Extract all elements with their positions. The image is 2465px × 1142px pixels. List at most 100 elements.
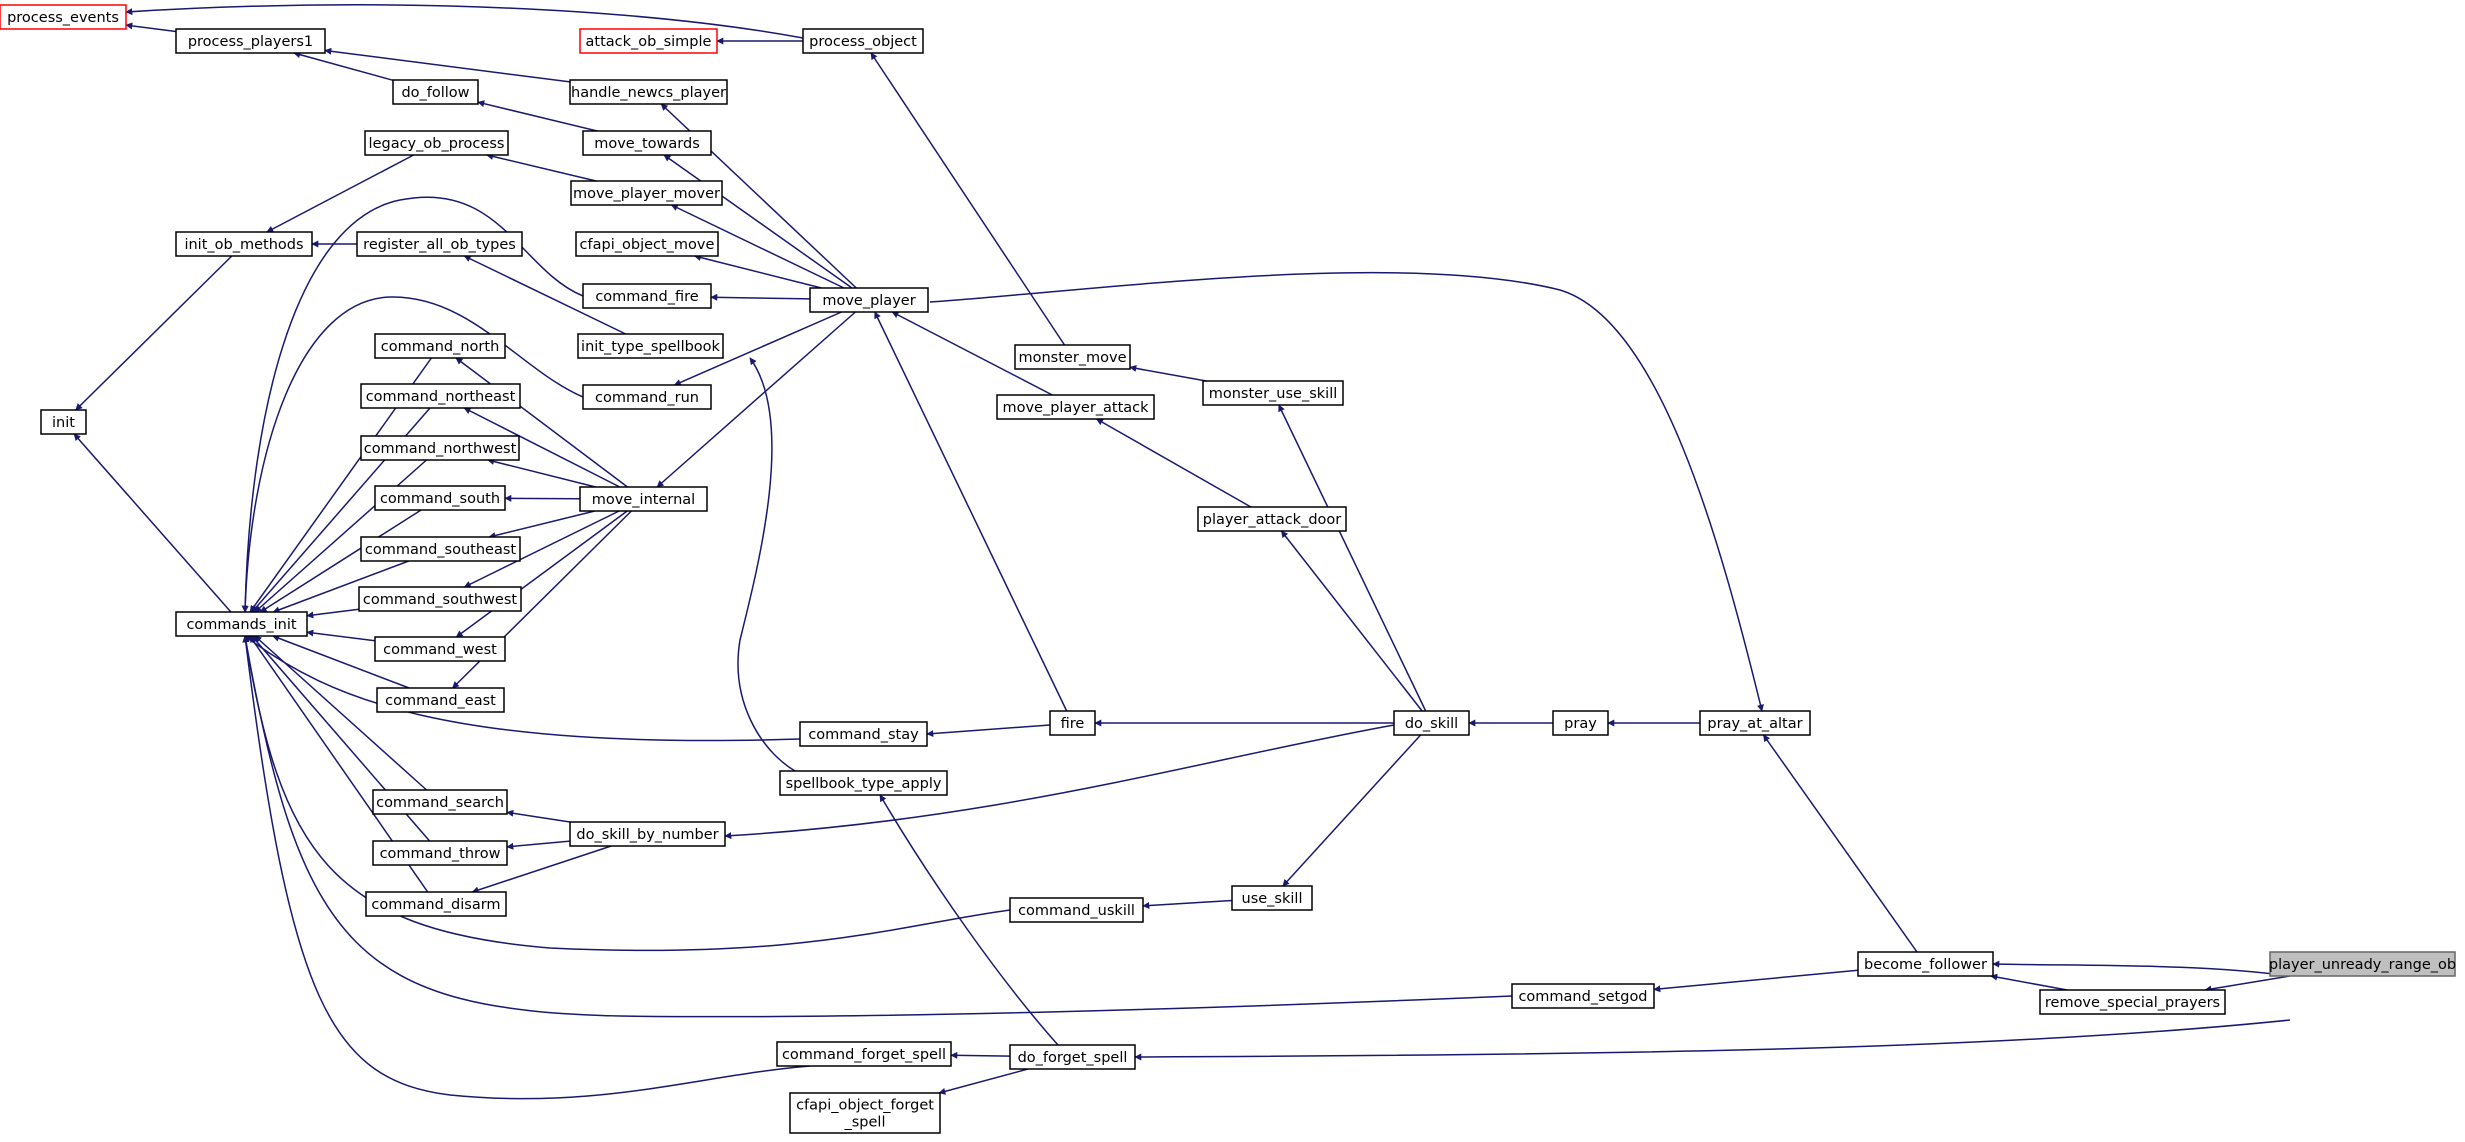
node-attack-ob-simple[interactable]: attack_ob_simple bbox=[579, 28, 718, 54]
edge-commands_init-to-command_southeast bbox=[272, 560, 409, 614]
node-box bbox=[1014, 344, 1131, 370]
node-label: do_follow bbox=[401, 85, 469, 101]
node-pray[interactable]: pray bbox=[1552, 710, 1609, 736]
edge-process_events-to-process_object bbox=[125, 4, 804, 39]
node-label: pray_at_altar bbox=[1707, 716, 1802, 732]
node-box bbox=[372, 789, 508, 815]
node-cfapi-object-move[interactable]: cfapi_object_move bbox=[575, 231, 719, 257]
edge-process_events-to-process_players1 bbox=[125, 22, 177, 33]
edge-process_players1-to-handle_newcs_player bbox=[324, 47, 571, 83]
node-init-ob-methods[interactable]: init_ob_methods bbox=[175, 231, 313, 257]
node-init[interactable]: init bbox=[40, 409, 87, 435]
node-remove-special-prayers[interactable]: remove_special_prayers bbox=[2039, 989, 2226, 1015]
node-pray-at-altar[interactable]: pray_at_altar bbox=[1699, 710, 1811, 736]
node-label: do_forget_spell bbox=[1018, 1050, 1128, 1066]
node-command-southeast[interactable]: command_southeast bbox=[360, 536, 521, 562]
node-command-search[interactable]: command_search bbox=[372, 789, 508, 815]
edge-command_uskill-to-use_skill bbox=[1142, 899, 1233, 910]
edge-move_player_attack-to-player_attack_door bbox=[1095, 418, 1252, 508]
node-do-follow[interactable]: do_follow bbox=[392, 79, 479, 105]
node-command-forget-spell[interactable]: command_forget_spell bbox=[776, 1041, 952, 1067]
node-box bbox=[0, 4, 127, 30]
edge-commands_init-to-command_run bbox=[241, 296, 584, 613]
node-move-player-mover[interactable]: move_player_mover bbox=[570, 180, 723, 206]
edge-command_fire-to-move_player bbox=[710, 293, 811, 301]
node-box bbox=[2269, 951, 2456, 977]
node-box bbox=[1009, 1044, 1136, 1070]
node-move-internal[interactable]: move_internal bbox=[579, 486, 708, 512]
node-command-west[interactable]: command_west bbox=[374, 636, 506, 662]
node-command-run[interactable]: command_run bbox=[582, 384, 712, 410]
node-do-skill[interactable]: do_skill bbox=[1393, 710, 1470, 736]
node-label: attack_ob_simple bbox=[586, 34, 712, 50]
node-box bbox=[356, 231, 523, 257]
node-become-follower[interactable]: become_follower bbox=[1857, 951, 1994, 977]
node-box bbox=[789, 1092, 941, 1134]
node-handle-newcs-player[interactable]: handle_newcs_player bbox=[569, 79, 728, 105]
node-command-east[interactable]: command_east bbox=[376, 687, 505, 713]
edge-move_player-to-fire bbox=[874, 311, 1068, 712]
edge-commands_init-to-command_southwest bbox=[306, 608, 360, 619]
node-box bbox=[1197, 506, 1347, 532]
node-monster-use-skill[interactable]: monster_use_skill bbox=[1202, 380, 1344, 406]
node-cfapi-object-forget-spell[interactable]: cfapi_object_forget_spell bbox=[789, 1092, 941, 1134]
node-command-stay[interactable]: command_stay bbox=[799, 721, 928, 747]
node-box bbox=[376, 687, 505, 713]
edge-pray_at_altar-to-move_player bbox=[929, 271, 1764, 712]
node-move-player[interactable]: move_player bbox=[809, 287, 929, 313]
node-command-uskill[interactable]: command_uskill bbox=[1009, 897, 1144, 923]
node-monster-move[interactable]: monster_move bbox=[1014, 344, 1131, 370]
node-player-unready-range-ob[interactable]: player_unready_range_ob bbox=[2269, 951, 2456, 977]
node-legacy-ob-process[interactable]: legacy_ob_process bbox=[364, 130, 509, 156]
node-label: commands_init bbox=[186, 617, 296, 633]
node-command-southwest[interactable]: command_southwest bbox=[358, 586, 522, 612]
node-command-south[interactable]: command_south bbox=[374, 485, 506, 511]
node-process-players1[interactable]: process_players1 bbox=[175, 28, 326, 54]
node-fire[interactable]: fire bbox=[1049, 710, 1096, 736]
edge-become_follower-to-remove_special_prayers bbox=[1990, 973, 2068, 991]
node-box bbox=[365, 891, 507, 917]
node-move-towards[interactable]: move_towards bbox=[582, 130, 712, 156]
node-label: command_forget_spell bbox=[782, 1047, 946, 1063]
node-process-events[interactable]: process_events bbox=[0, 4, 127, 30]
node-box bbox=[364, 130, 509, 156]
edge-commands_init-to-command_east bbox=[272, 634, 410, 689]
node-label: cfapi_object_move bbox=[580, 237, 715, 253]
node-do-forget-spell[interactable]: do_forget_spell bbox=[1009, 1044, 1136, 1070]
node-label: legacy_ob_process bbox=[369, 136, 505, 152]
node-box bbox=[569, 79, 728, 105]
node-box bbox=[372, 840, 508, 866]
node-spellbook-type-apply[interactable]: spellbook_type_apply bbox=[779, 770, 948, 796]
node-commands-init[interactable]: commands_init bbox=[175, 611, 308, 637]
node-box bbox=[802, 28, 924, 54]
node-move-player-attack[interactable]: move_player_attack bbox=[996, 394, 1155, 420]
node-box bbox=[1231, 885, 1313, 911]
node-command-setgod[interactable]: command_setgod bbox=[1511, 983, 1655, 1009]
node-command-north[interactable]: command_north bbox=[374, 333, 506, 359]
node-command-northwest[interactable]: command_northwest bbox=[360, 435, 520, 461]
node-command-fire[interactable]: command_fire bbox=[582, 283, 712, 309]
node-use-skill[interactable]: use_skill bbox=[1231, 885, 1313, 911]
node-box bbox=[2039, 989, 2226, 1015]
node-box bbox=[779, 770, 948, 796]
edge-command_disarm-to-do_skill_by_number bbox=[471, 845, 612, 894]
node-init-type-spellbook[interactable]: init_type_spellbook bbox=[577, 333, 724, 359]
node-label: become_follower bbox=[1864, 957, 1987, 973]
node-label: command_disarm bbox=[371, 897, 500, 913]
edge-do_follow-to-move_towards bbox=[477, 100, 598, 132]
node-label: do_skill bbox=[1405, 716, 1458, 732]
node-box bbox=[1552, 710, 1609, 736]
node-player-attack-door[interactable]: player_attack_door bbox=[1197, 506, 1347, 532]
node-box bbox=[175, 231, 313, 257]
edge-do_forget_spell-to-player_unready_range_ob bbox=[1134, 1019, 2291, 1061]
node-command-northeast[interactable]: command_northeast bbox=[360, 383, 521, 409]
node-command-disarm[interactable]: command_disarm bbox=[365, 891, 507, 917]
node-box bbox=[570, 180, 723, 206]
node-do-skill-by-number[interactable]: do_skill_by_number bbox=[569, 821, 726, 847]
node-process-object[interactable]: process_object bbox=[802, 28, 924, 54]
node-register-all-ob-types[interactable]: register_all_ob_types bbox=[356, 231, 523, 257]
node-label: command_stay bbox=[808, 727, 919, 743]
edge-init-to-commands_init bbox=[73, 433, 232, 613]
node-command-throw[interactable]: command_throw bbox=[372, 840, 508, 866]
node-label: move_towards bbox=[594, 136, 700, 152]
